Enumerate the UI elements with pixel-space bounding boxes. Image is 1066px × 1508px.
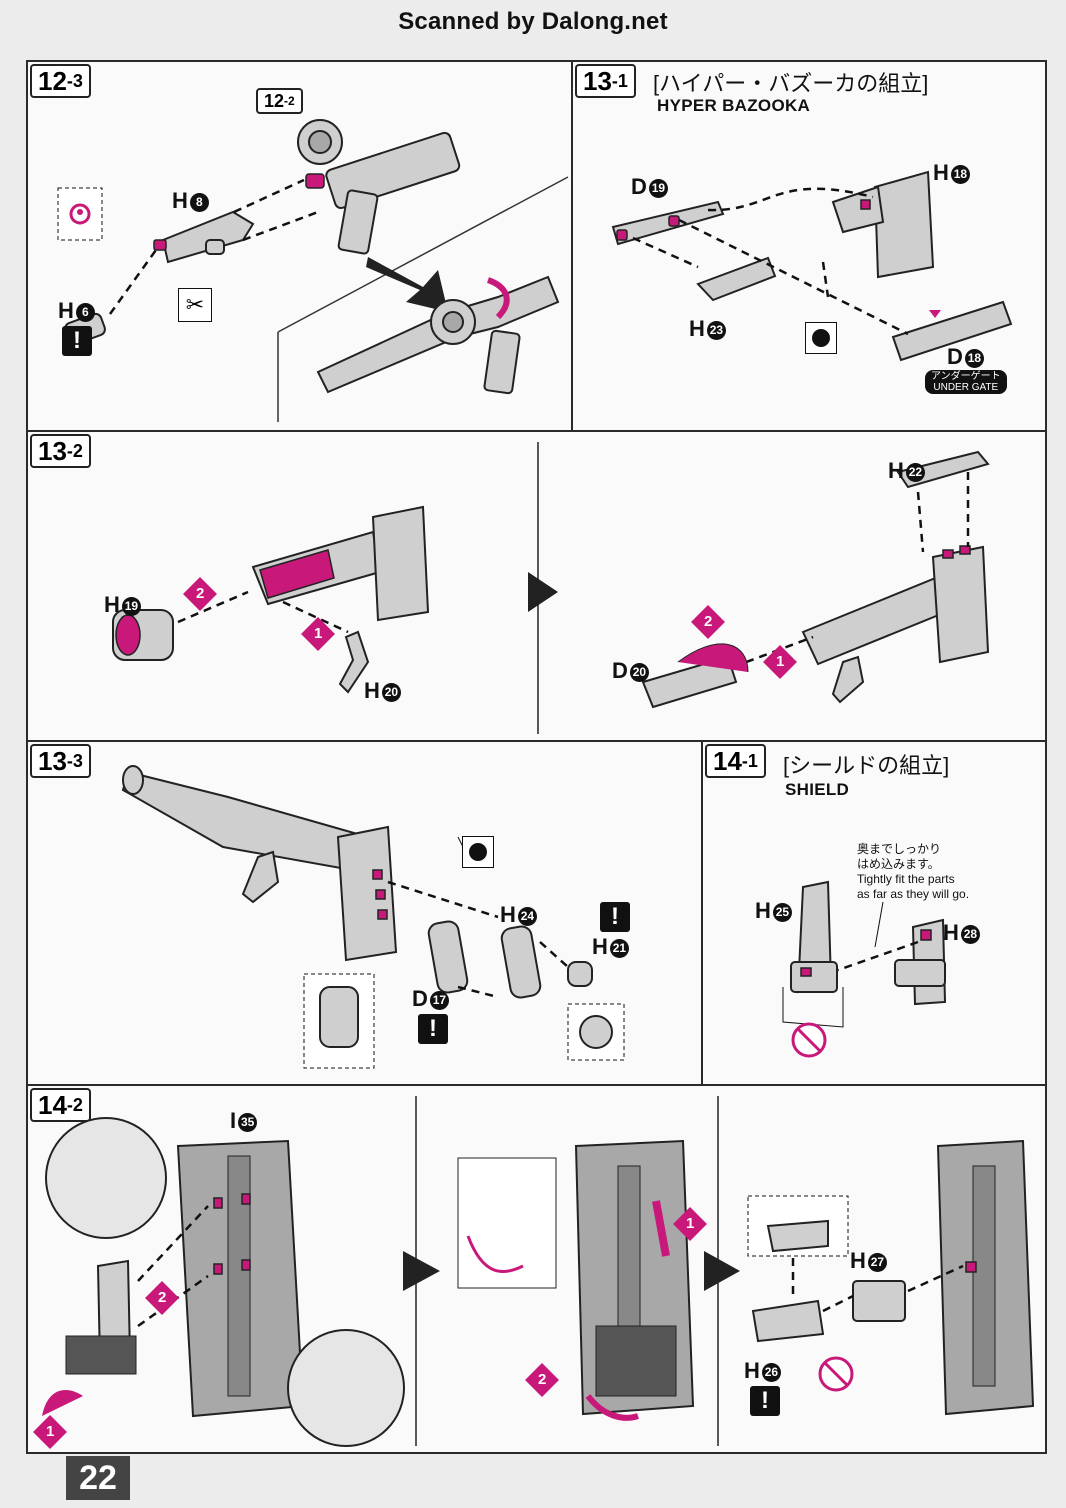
step-number: 13-2 — [30, 434, 91, 468]
page-number: 22 — [66, 1456, 130, 1500]
step-number: 12-3 — [30, 64, 91, 98]
step-number: 13-1 — [575, 64, 636, 98]
step-number: 14-2 — [30, 1088, 91, 1122]
warning-icon: ! — [62, 326, 92, 356]
panel-step-14-1: 14-1 [シールドの組立] SHIELD 奥までしっかり はめ込みます。 Ti… — [701, 740, 1047, 1086]
fit-instruction-note: 奥までしっかり はめ込みます。 Tightly fit the parts as… — [857, 842, 970, 901]
scan-credit: Scanned by Dalong.net — [398, 8, 668, 35]
step-number: 13-3 — [30, 744, 91, 778]
sticker-dot-icon — [805, 322, 837, 354]
panel-step-14-2: 14-2 — [26, 1084, 1047, 1454]
sticker-dot-icon — [462, 836, 494, 868]
warning-icon: ! — [600, 902, 630, 932]
nipper-icon: ✂ — [178, 288, 212, 322]
bazooka-assembly-illustration — [112, 442, 990, 734]
step-number: 14-1 — [705, 744, 766, 778]
warning-icon: ! — [750, 1386, 780, 1416]
step-title-jp: [ハイパー・バズーカの組立] — [653, 71, 929, 96]
hyper-bazooka-parts-illustration — [611, 170, 1013, 362]
step-reference: 12-2 — [256, 88, 303, 114]
bazooka-magazine-illustration — [121, 765, 625, 1069]
step-title-jp: [シールドの組立] — [783, 753, 950, 778]
beam-rifle-illustration — [57, 119, 569, 422]
warning-icon: ! — [418, 1014, 448, 1044]
shield-parts-illustration — [782, 880, 947, 1058]
step-title-en: HYPER BAZOOKA — [657, 96, 811, 115]
step-title-en: SHIELD — [785, 780, 850, 799]
shield-assembly-illustration — [42, 1096, 1035, 1447]
